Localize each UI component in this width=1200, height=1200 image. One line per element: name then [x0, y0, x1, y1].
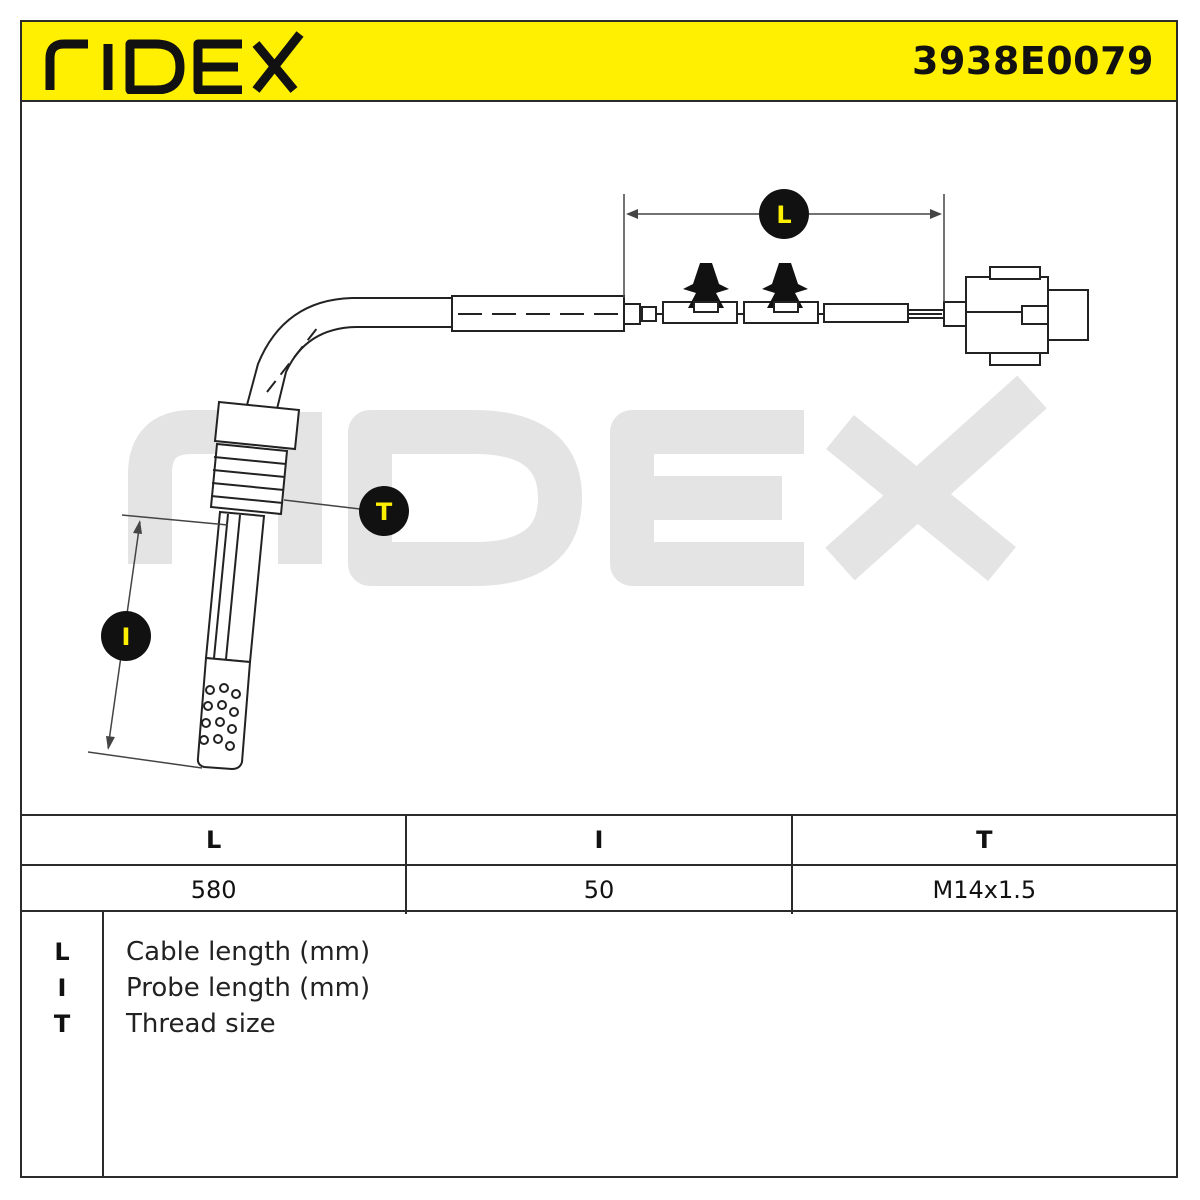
product-sheet: 3938E0079: [20, 20, 1178, 1178]
sensor-probe: [196, 400, 301, 771]
dimension-value-cell: 50: [405, 866, 790, 914]
legend-key: L: [54, 938, 70, 966]
legend-row: T Thread size: [22, 1006, 1176, 1042]
header-bar: 3938E0079: [22, 22, 1176, 102]
legend-divider: [102, 912, 104, 1176]
legend-key: I: [57, 974, 67, 1002]
technical-drawing: L T I: [22, 102, 1176, 814]
part-number: 3938E0079: [912, 39, 1154, 83]
svg-text:L: L: [776, 201, 791, 229]
dimension-header-cell: T: [790, 816, 1176, 864]
legend-description: Cable length (mm): [126, 937, 371, 967]
dimension-header-cell: I: [405, 816, 790, 864]
callout-I: I: [101, 611, 151, 661]
ridex-watermark: [128, 375, 1047, 586]
svg-text:T: T: [376, 498, 393, 526]
dimension-value-row: 580 50 M14x1.5: [22, 864, 1176, 914]
dimension-header-cell: L: [206, 826, 222, 854]
svg-text:I: I: [122, 623, 131, 651]
callout-L: L: [759, 189, 809, 239]
dimension-value-cell: M14x1.5: [790, 866, 1176, 914]
legend-row: L Cable length (mm): [22, 934, 1176, 970]
legend-key: T: [53, 1010, 71, 1038]
sensor-cable: [246, 295, 944, 410]
callout-T: T: [359, 486, 409, 536]
legend-row: I Probe length (mm): [22, 970, 1176, 1006]
legend-description: Probe length (mm): [126, 973, 371, 1003]
dimension-table: L I T 580 50 M14x1.5: [22, 814, 1176, 914]
dimension-header-row: L I T: [22, 816, 1176, 864]
ridex-logo: [45, 31, 304, 94]
dimension-value-cell: 580: [190, 876, 237, 904]
cable-clip-icon: [683, 263, 808, 308]
legend-table: L Cable length (mm) I Probe length (mm) …: [22, 910, 1176, 1176]
legend-description: Thread size: [126, 1009, 276, 1039]
plug-connector: [943, 266, 1089, 366]
